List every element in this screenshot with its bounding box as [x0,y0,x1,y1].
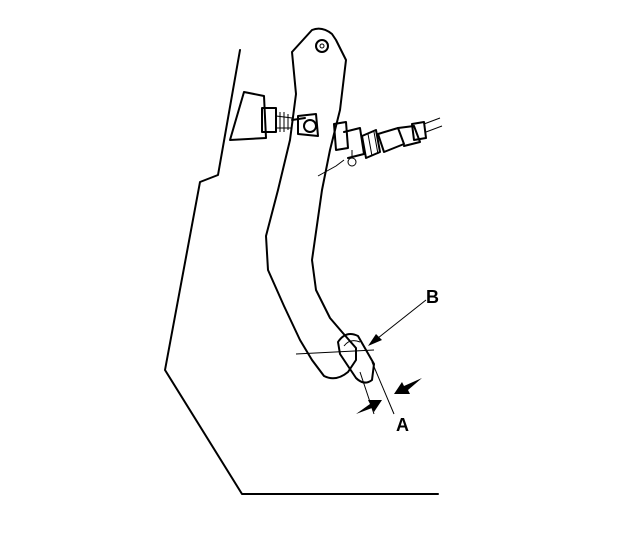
brake-switch-connector [317,117,443,177]
left-clearance-arrow [356,400,382,414]
clearance-arrows [356,378,422,414]
switch-body-block [229,91,319,141]
pedal-arm [265,27,357,380]
callout-label-b: B [426,287,439,307]
pivot-bolt [315,39,329,53]
callout-label-a: A [396,415,409,435]
callout-b-leader [368,299,427,346]
firewall-panel-outline [164,49,439,495]
pedal-pad [337,333,375,384]
right-clearance-arrow [394,378,422,394]
